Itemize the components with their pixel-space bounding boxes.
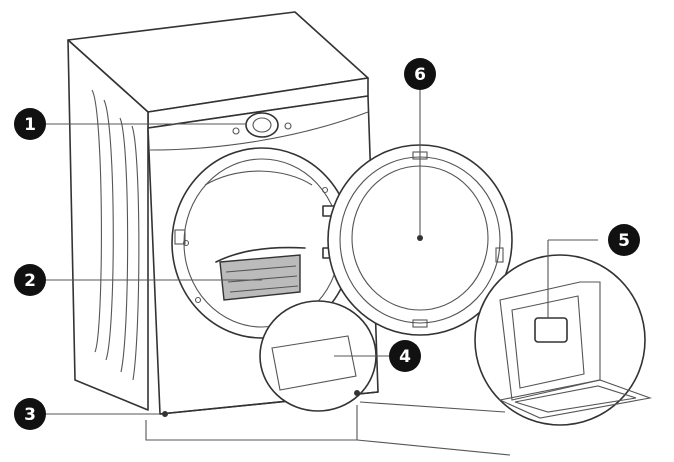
svg-text:1: 1 xyxy=(24,115,36,135)
leveling-feet xyxy=(145,401,511,456)
svg-text:4: 4 xyxy=(399,347,411,367)
svg-text:5: 5 xyxy=(618,231,630,251)
control-knob xyxy=(232,112,292,138)
callout-4: 4 xyxy=(389,340,421,372)
callout-6: 6 xyxy=(404,58,436,90)
open-hatch xyxy=(498,379,653,419)
container-housing xyxy=(499,281,601,401)
container-handle xyxy=(534,317,568,343)
lint-filter xyxy=(215,246,306,301)
drum-inner-edge xyxy=(204,170,313,186)
side-groove xyxy=(131,125,140,381)
callout-3: 3 xyxy=(14,398,46,430)
side-groove xyxy=(119,117,129,373)
condenser-cover xyxy=(271,335,357,391)
side-groove xyxy=(91,89,102,353)
svg-text:6: 6 xyxy=(414,65,426,85)
control-panel-edge xyxy=(149,111,369,151)
panel-zoom xyxy=(259,300,377,412)
svg-text:3: 3 xyxy=(24,405,36,425)
side-panel xyxy=(67,39,149,411)
callout-1: 1 xyxy=(14,108,46,140)
callout-5: 5 xyxy=(608,224,640,256)
callout-2: 2 xyxy=(14,264,46,296)
leader-lines xyxy=(46,90,598,415)
water-container-zoom xyxy=(474,254,653,426)
side-groove xyxy=(103,99,114,361)
svg-text:2: 2 xyxy=(24,271,36,291)
